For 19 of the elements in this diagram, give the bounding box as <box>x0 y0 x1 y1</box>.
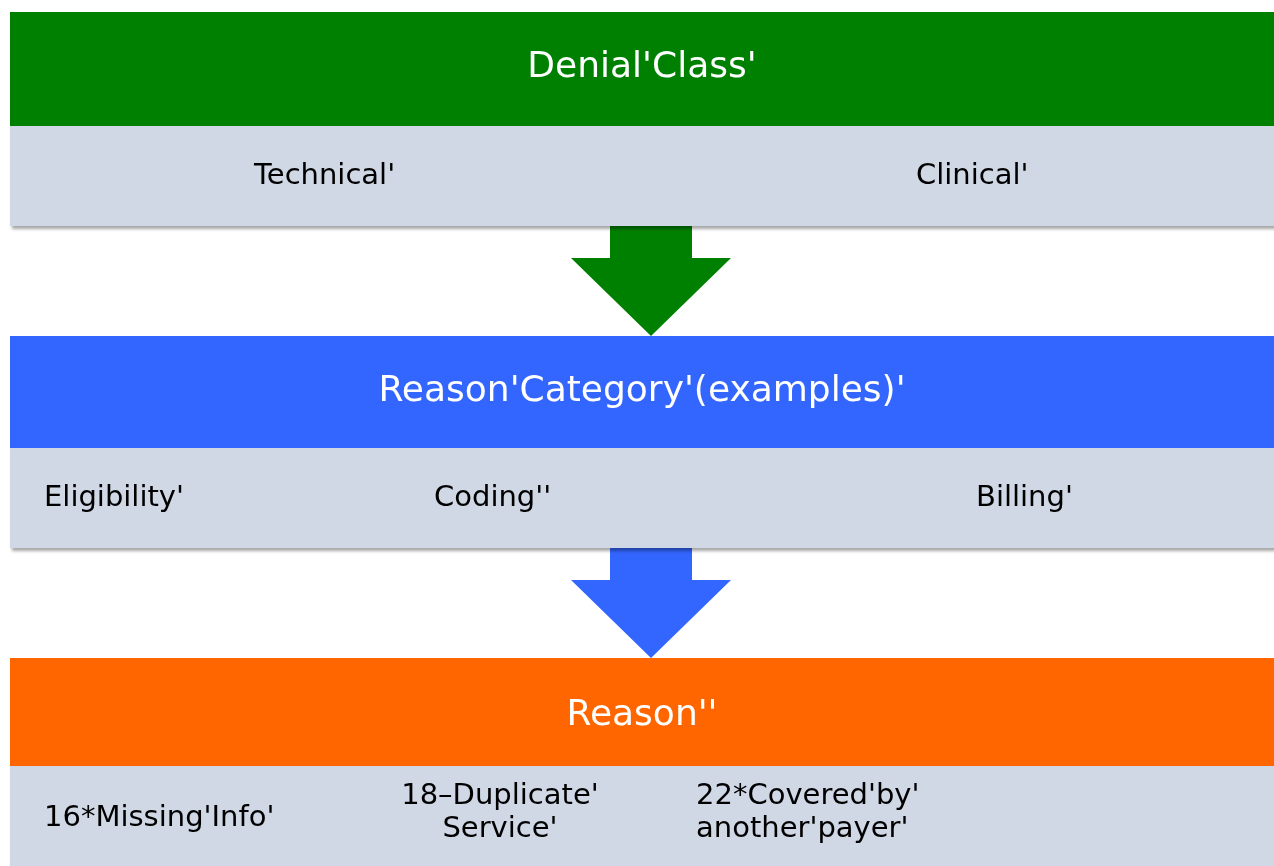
item-label: Clinical' <box>916 158 1029 192</box>
header-title: Reason'Category'(examples)' <box>377 368 907 410</box>
header-band <box>10 12 1274 126</box>
block-arrow <box>571 548 731 658</box>
item-label: 22*Covered'by' another'payer' <box>696 778 921 845</box>
item-label: 18–Duplicate' Service' <box>400 778 600 845</box>
block-arrow <box>571 226 731 336</box>
item-label: Eligibility' <box>44 480 184 514</box>
category-band <box>10 448 1274 548</box>
item-label: Coding'' <box>434 480 552 514</box>
category-band <box>10 126 1274 226</box>
item-label: Billing' <box>976 480 1073 514</box>
item-label: 16*Missing'Info' <box>44 800 276 834</box>
header-band <box>10 336 1274 448</box>
reason-band <box>10 766 1274 866</box>
item-label: Technical' <box>254 158 396 192</box>
header-title: Reason'' <box>565 692 719 734</box>
header-title: Denial'Class' <box>526 44 758 86</box>
header-band <box>10 658 1274 766</box>
